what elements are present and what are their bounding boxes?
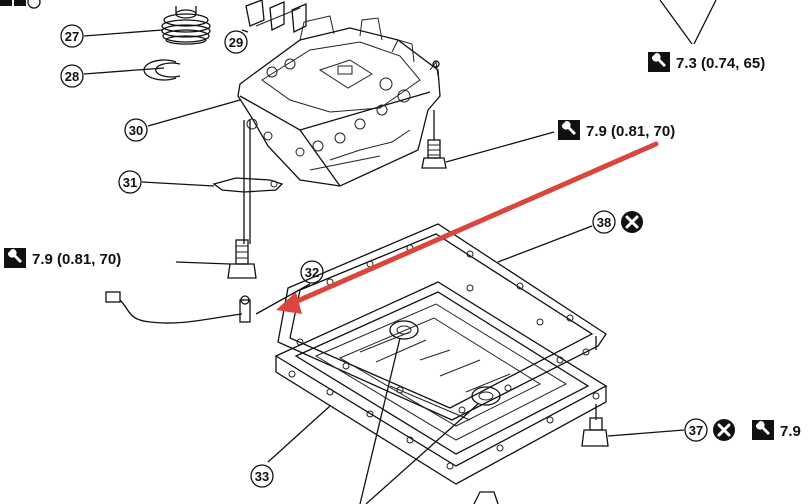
part-31-bracket bbox=[212, 120, 284, 244]
callout-28: 28 bbox=[60, 64, 84, 88]
leader-29 bbox=[241, 29, 249, 33]
svg-text:31: 31 bbox=[123, 175, 137, 190]
leader-33 bbox=[267, 405, 331, 463]
left-bolt bbox=[227, 239, 257, 279]
svg-text:30: 30 bbox=[129, 123, 143, 138]
callout-27: 27 bbox=[60, 24, 84, 48]
torque-spec-left-bolt: 7.9 (0.81, 70) bbox=[32, 251, 121, 268]
leader-38 bbox=[497, 225, 593, 263]
callout-29: 29 bbox=[224, 30, 248, 54]
svg-text:37: 37 bbox=[689, 423, 703, 438]
part-28-snap-ring bbox=[143, 59, 181, 81]
leader-top-right-2 bbox=[693, 0, 717, 45]
bottom-edge-part bbox=[473, 491, 499, 504]
leader-30 bbox=[147, 99, 241, 127]
x-circle-icon bbox=[621, 211, 643, 233]
svg-text:38: 38 bbox=[597, 215, 611, 230]
callout-38: 38 bbox=[592, 210, 616, 234]
svg-text:33: 33 bbox=[255, 469, 269, 484]
svg-text:27: 27 bbox=[65, 29, 79, 44]
part-37-drain-plug bbox=[581, 336, 609, 447]
svg-text:32: 32 bbox=[305, 265, 319, 280]
leader-valve-body-bolt bbox=[445, 131, 555, 163]
torque-spec-drain-plug: 7.9 bbox=[780, 423, 801, 440]
valve-body-bolt bbox=[421, 110, 447, 169]
callout-37: 37 bbox=[684, 418, 708, 442]
leader-magnet-1 bbox=[359, 337, 401, 504]
leader-left-bolt bbox=[175, 261, 231, 265]
part-33-oil-pan bbox=[274, 281, 608, 485]
pan-magnet-upper bbox=[389, 320, 419, 340]
torque-spec-top-right: 7.3 (0.74, 65) bbox=[676, 55, 765, 72]
callout-31: 31 bbox=[118, 170, 142, 194]
torque-spec-valve-body-bolt: 7.9 (0.81, 70) bbox=[586, 123, 675, 140]
part-27-spring-piston bbox=[161, 6, 211, 45]
leader-28 bbox=[83, 67, 165, 75]
leader-31 bbox=[141, 181, 215, 187]
part-32-temperature-sensor bbox=[105, 291, 251, 324]
wrench-torque-icon bbox=[752, 420, 774, 440]
wrench-torque-icon bbox=[648, 52, 670, 72]
callout-33: 33 bbox=[250, 464, 274, 488]
part-29-clips bbox=[245, 0, 307, 34]
svg-text:28: 28 bbox=[65, 69, 79, 84]
wrench-torque-icon bbox=[558, 120, 580, 140]
leader-magnet-2 bbox=[365, 403, 479, 504]
leader-27 bbox=[83, 29, 163, 37]
callout-30: 30 bbox=[124, 118, 148, 142]
x-circle-icon bbox=[713, 419, 735, 441]
svg-text:29: 29 bbox=[229, 35, 243, 50]
callout-32: 32 bbox=[300, 260, 324, 284]
leader-37 bbox=[607, 429, 685, 437]
top-left-cutoff-symbol bbox=[0, 0, 41, 9]
red-annotation-arrow bbox=[282, 141, 659, 309]
wrench-torque-icon bbox=[4, 248, 26, 268]
pan-magnet-lower bbox=[471, 386, 501, 406]
red-arrowhead bbox=[276, 292, 302, 314]
part-30-control-valve-body bbox=[237, 15, 441, 187]
leader-top-right-1 bbox=[659, 0, 693, 45]
